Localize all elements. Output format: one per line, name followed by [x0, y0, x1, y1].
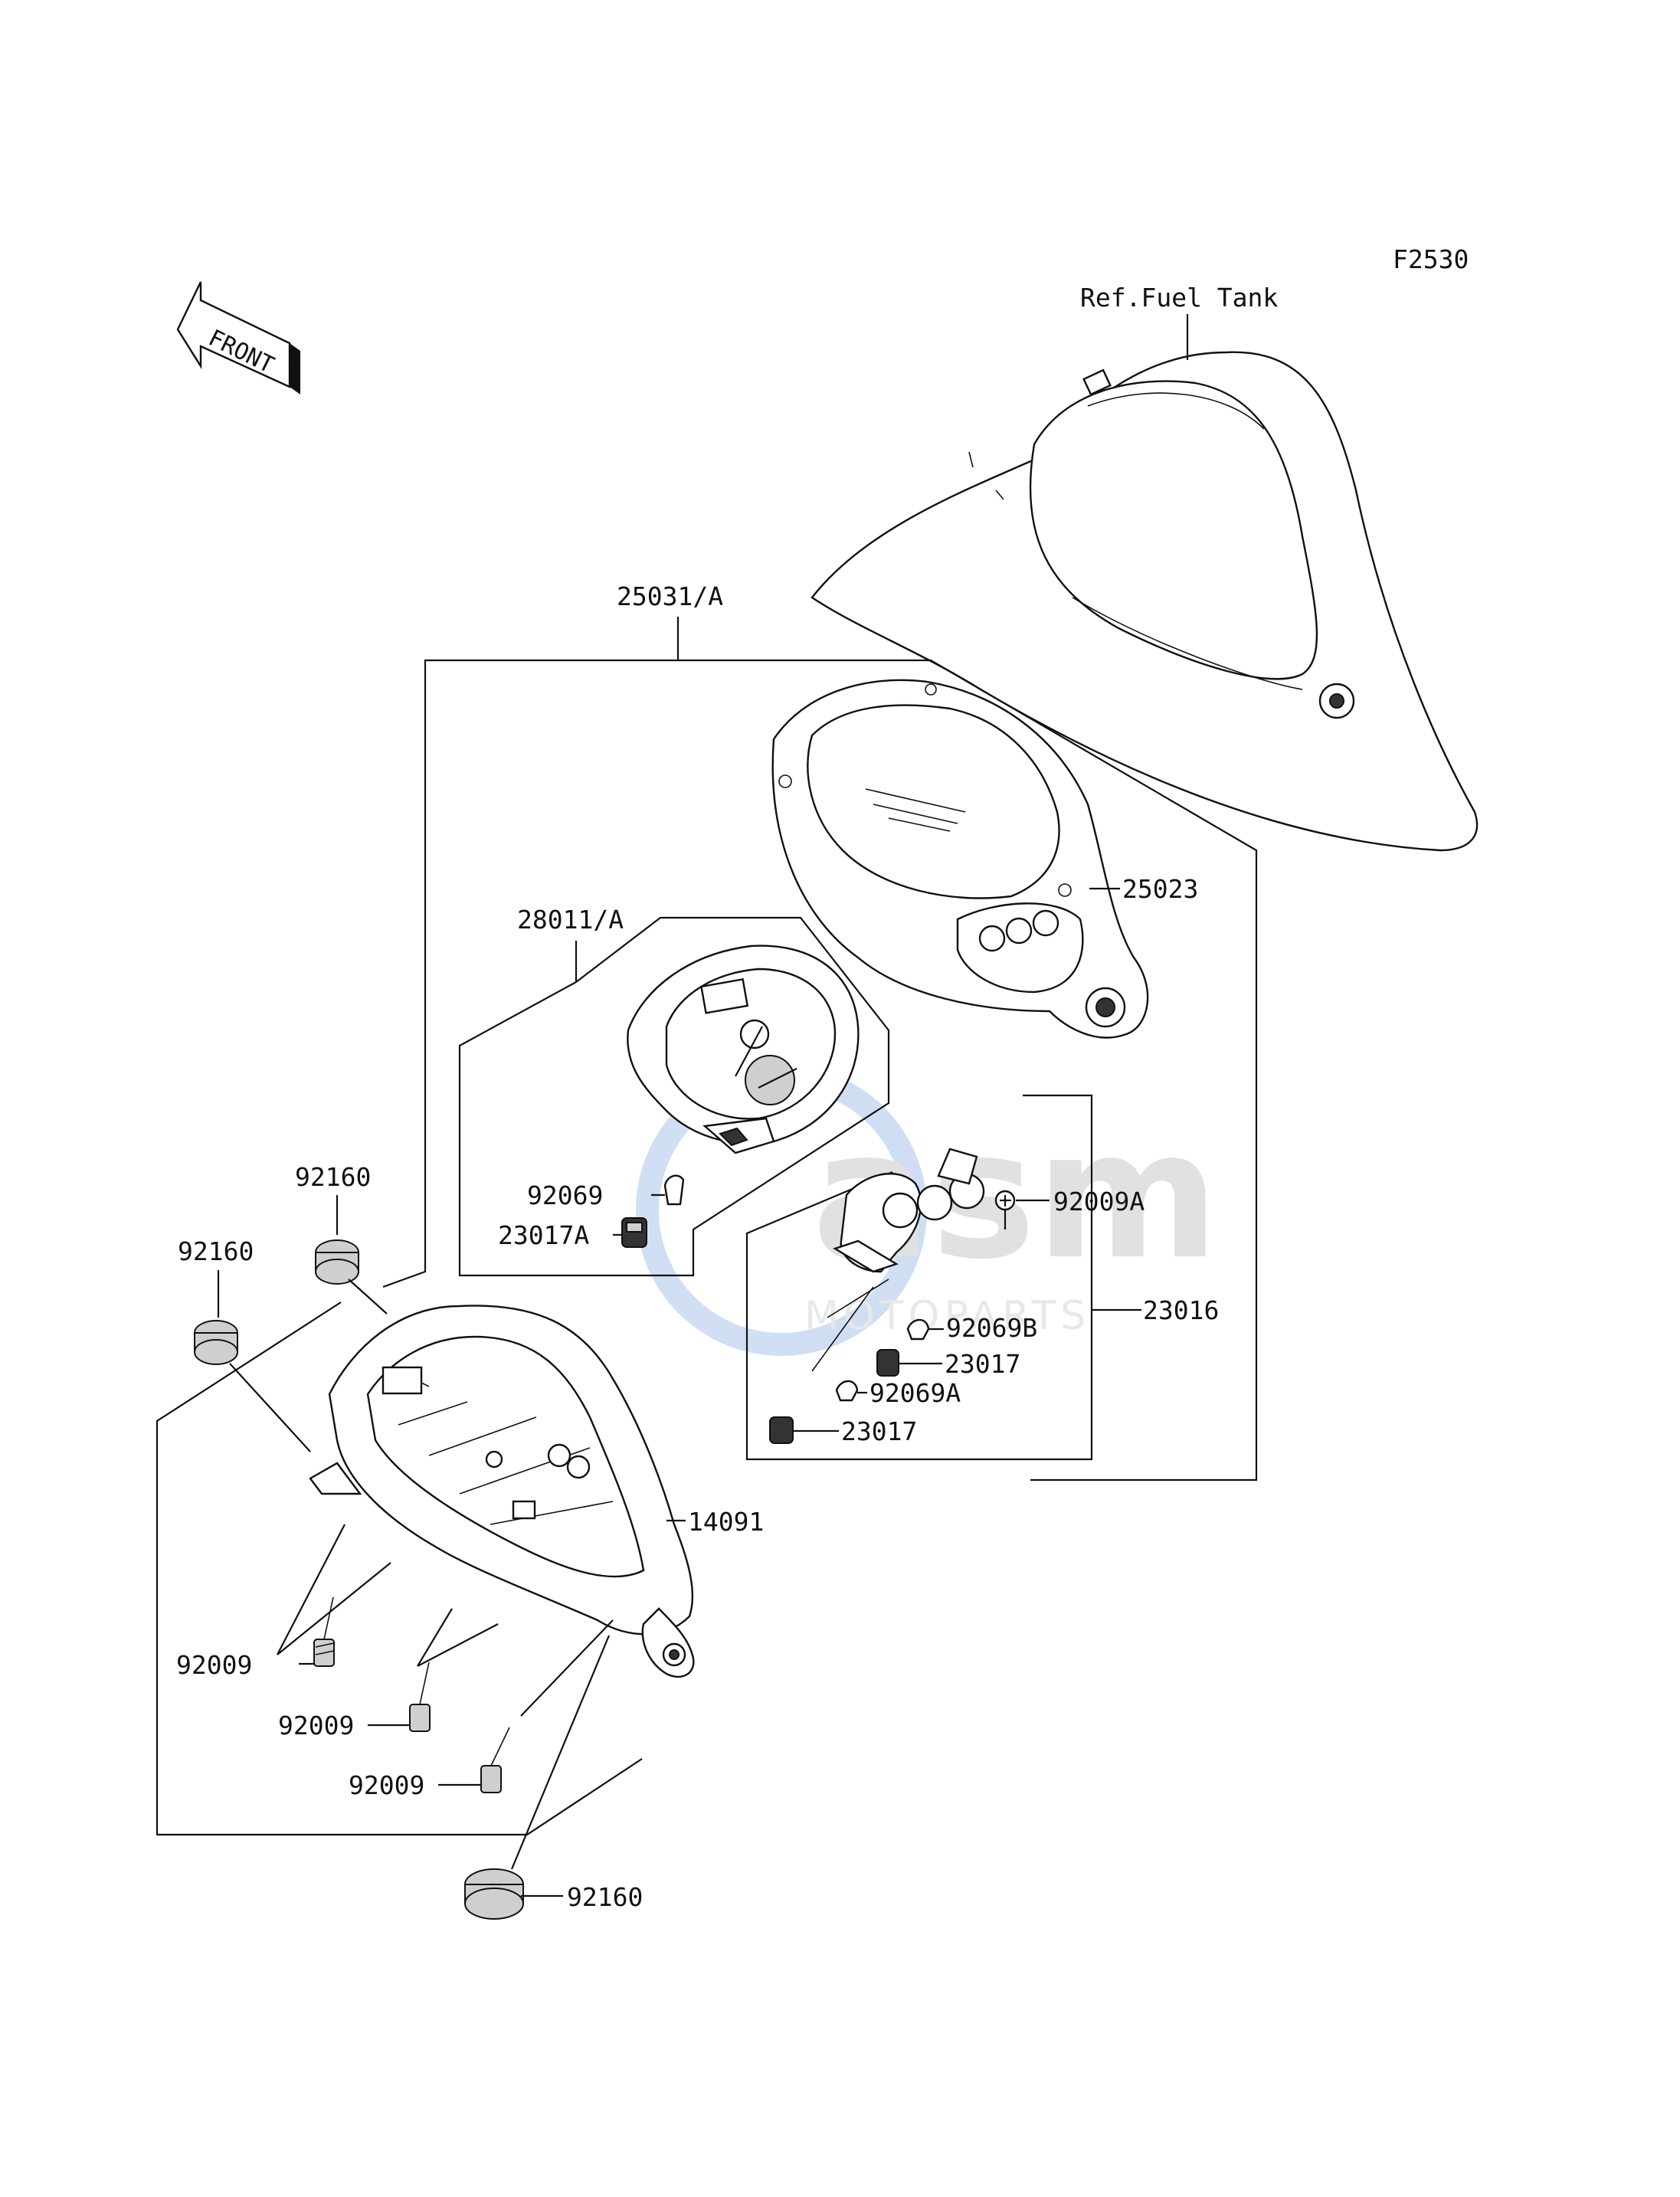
front-arrow-icon: FRONT: [176, 281, 300, 395]
label-92069: 92069: [527, 1180, 603, 1210]
meter-unit: [627, 945, 860, 1154]
label-92009-a: 92009: [176, 1650, 252, 1680]
socket-23017A: [621, 1217, 647, 1248]
screw-92009-b: [409, 1662, 431, 1732]
label-92160-a: 92160: [295, 1162, 371, 1192]
socket-23017-a: [876, 1349, 899, 1377]
label-92009A: 92009A: [1053, 1187, 1145, 1216]
label-28011A: 28011/A: [517, 905, 624, 935]
bulb-92069: [663, 1174, 685, 1206]
screw-92009-a: [313, 1596, 335, 1667]
grommet-92160-c: [464, 1868, 524, 1920]
screw-92009-c: [480, 1727, 510, 1793]
grommet-92160-a: [315, 1239, 359, 1285]
label-92160-c: 92160: [567, 1882, 643, 1912]
label-23017-b: 23017: [841, 1416, 917, 1446]
label-92160-b: 92160: [178, 1236, 254, 1266]
label-23017-a: 23017: [945, 1349, 1020, 1379]
label-23017A: 23017A: [498, 1220, 589, 1250]
label-92009-c: 92009: [349, 1770, 424, 1800]
meter-cover: [771, 679, 1149, 1039]
meter-case: [309, 1305, 695, 1678]
label-14091: 14091: [688, 1507, 764, 1537]
diagram-code: F2530: [1393, 244, 1469, 274]
watermark-subtitle: MOTOPARTS: [804, 1293, 1090, 1339]
label-25023: 25023: [1122, 874, 1198, 904]
label-25031A: 25031/A: [617, 581, 723, 611]
screw-92009A: [994, 1190, 1016, 1229]
bulb-92069B: [906, 1318, 930, 1341]
label-ref-fuel-tank: Ref.Fuel Tank: [1080, 283, 1278, 313]
label-23016: 23016: [1143, 1295, 1219, 1325]
label-92069A: 92069A: [869, 1378, 961, 1408]
grommet-92160-b: [194, 1320, 238, 1365]
indicator-harness-23016: [811, 1148, 985, 1372]
label-92009-b: 92009: [278, 1711, 354, 1740]
bulb-92069A: [835, 1380, 859, 1402]
label-92069B: 92069B: [946, 1313, 1037, 1343]
fuel-tank-cover: [811, 351, 1479, 852]
socket-23017-b: [769, 1416, 794, 1444]
